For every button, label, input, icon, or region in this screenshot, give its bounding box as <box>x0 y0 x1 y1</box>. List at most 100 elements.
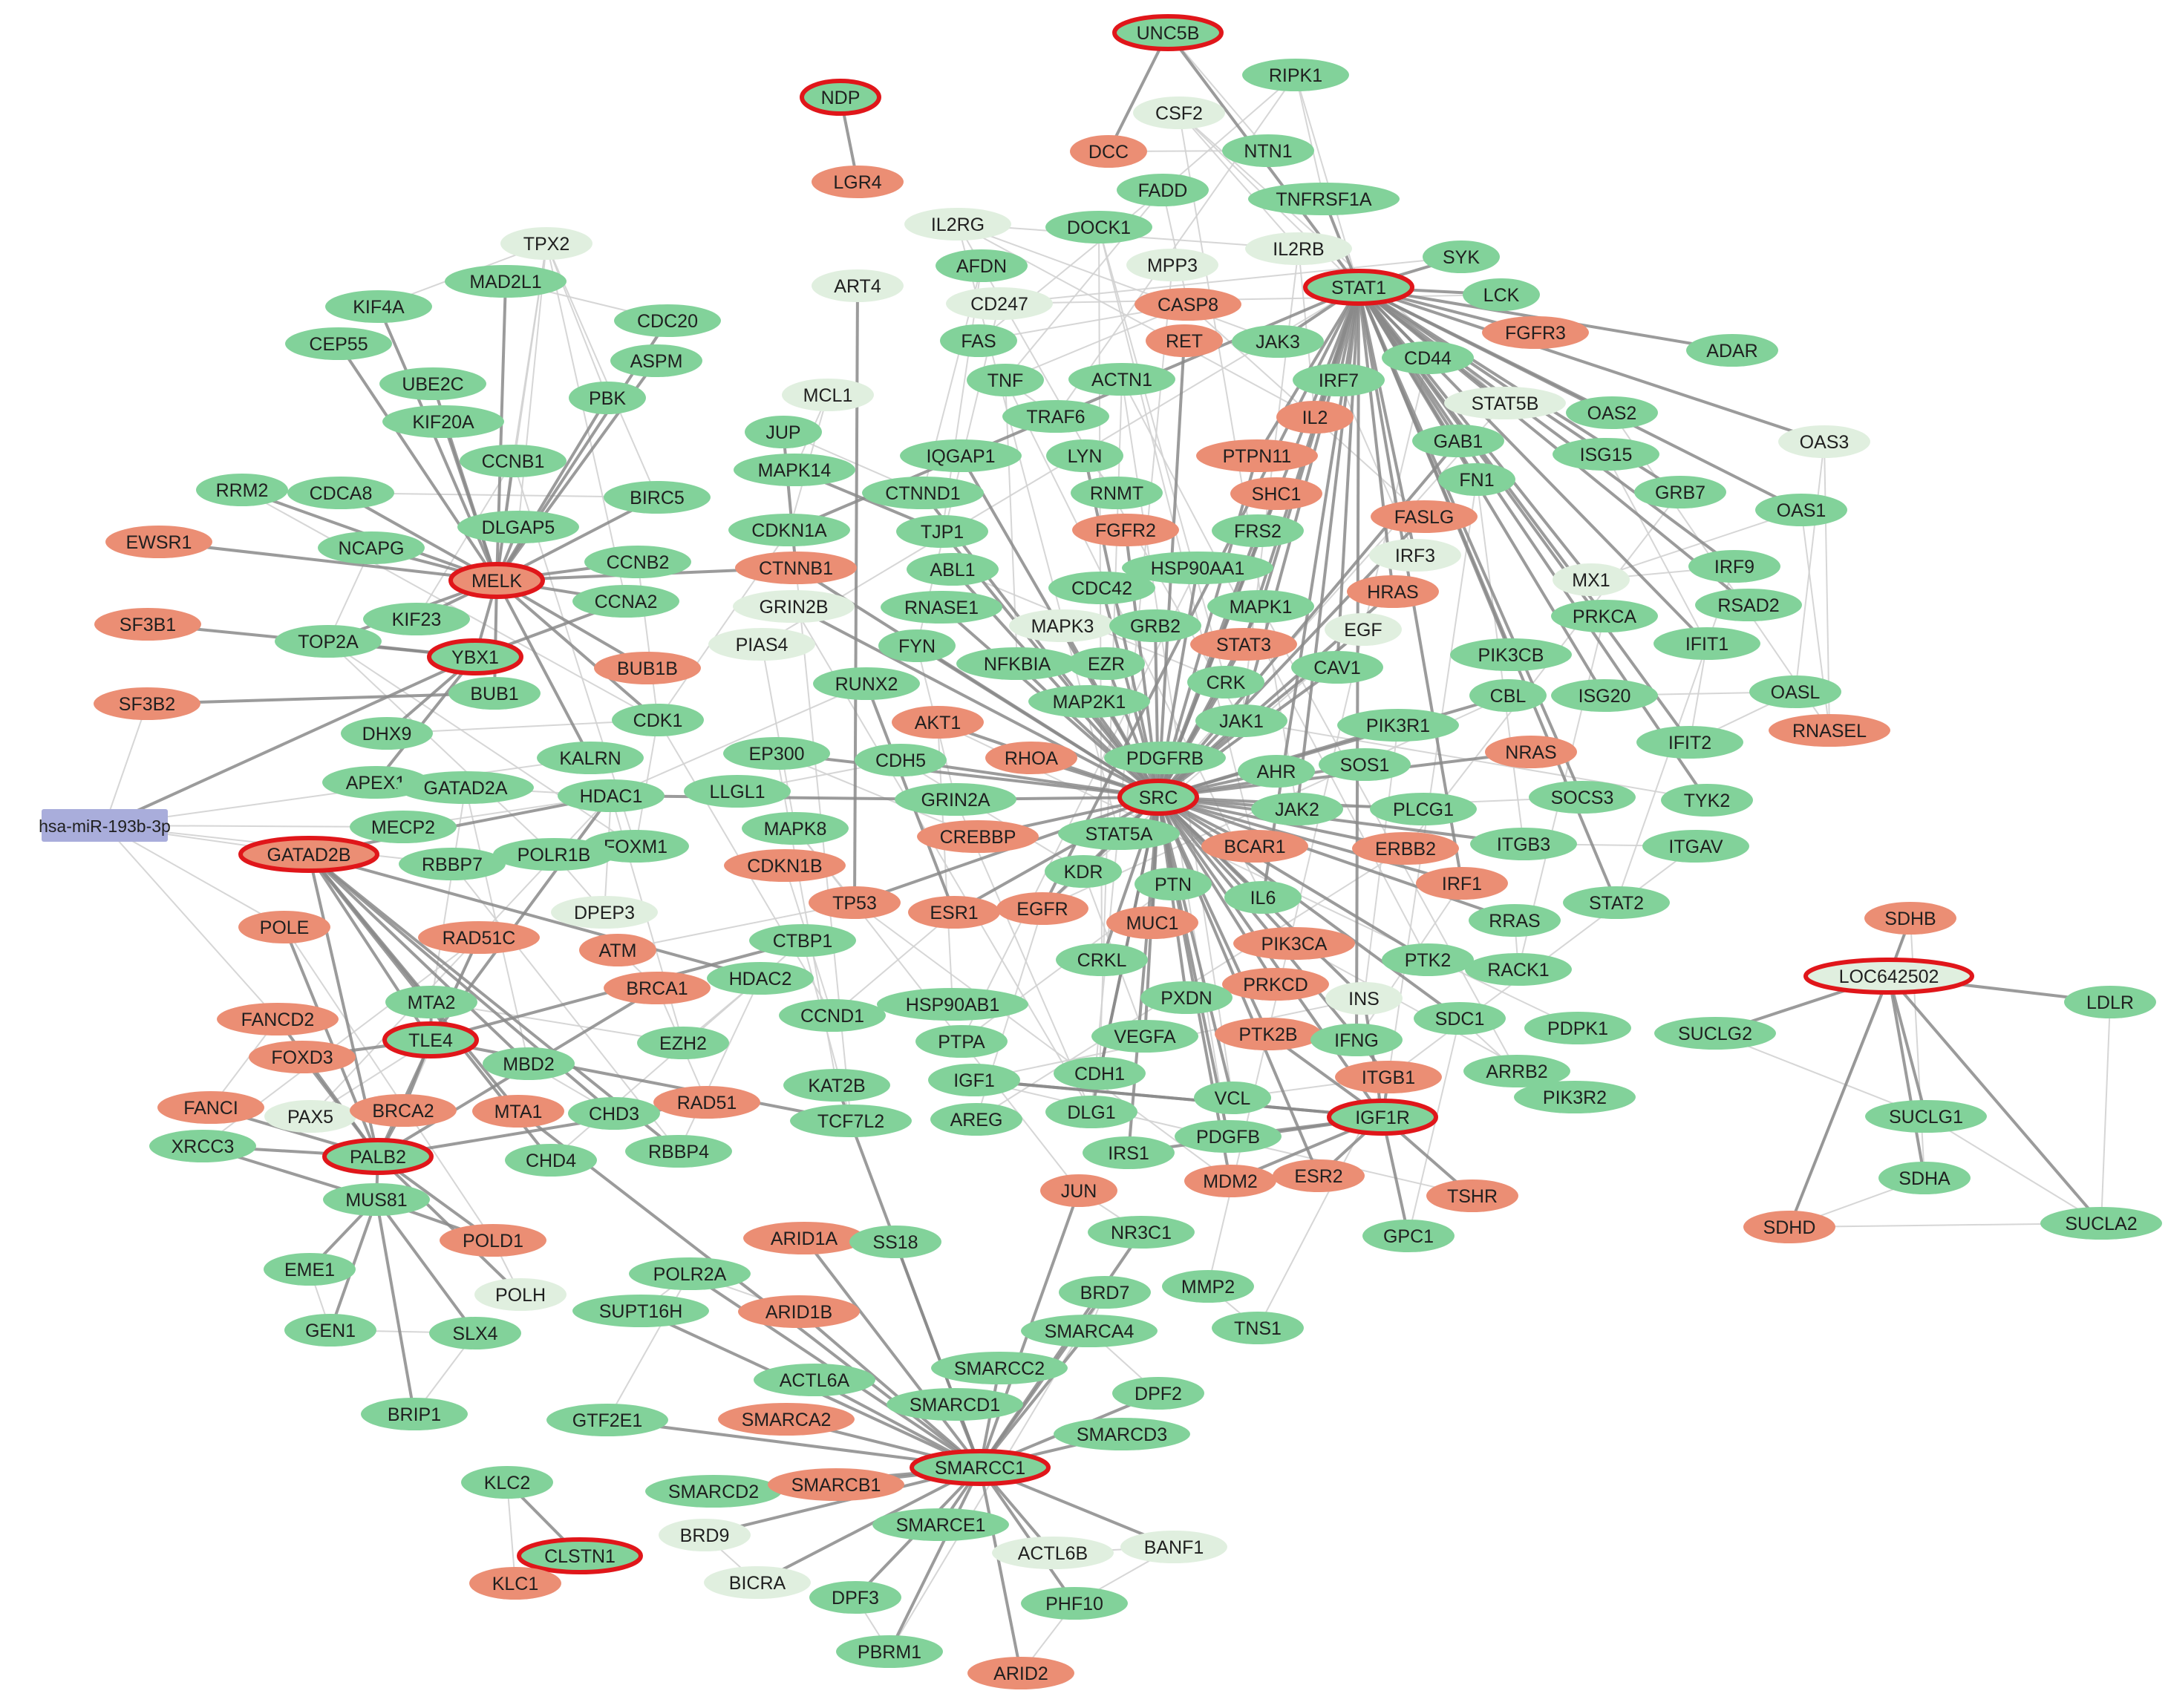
node-hdac2[interactable]: HDAC2 <box>707 962 814 995</box>
node-dpep3[interactable]: DPEP3 <box>551 896 658 929</box>
node-mapk1[interactable]: MAPK1 <box>1207 590 1314 623</box>
node-smarce1[interactable]: SMARCE1 <box>872 1508 1009 1541</box>
node-prkca[interactable]: PRKCA <box>1551 600 1658 632</box>
node-ifit1[interactable]: IFIT1 <box>1653 627 1760 660</box>
node-fanci[interactable]: FANCI <box>157 1091 264 1124</box>
node-cdkn1a[interactable]: CDKN1A <box>728 514 850 546</box>
node-phf10[interactable]: PHF10 <box>1021 1587 1128 1620</box>
node-mecp2[interactable]: MECP2 <box>350 811 457 843</box>
node-pax5[interactable]: PAX5 <box>264 1100 356 1133</box>
node-loc642502[interactable]: LOC642502 <box>1803 958 1974 995</box>
node-ntn1[interactable]: NTN1 <box>1222 134 1314 167</box>
node-brd9[interactable]: BRD9 <box>659 1519 751 1551</box>
node-dlgap5[interactable]: DLGAP5 <box>457 511 579 543</box>
node-irf3[interactable]: IRF3 <box>1369 539 1461 572</box>
node-muc1[interactable]: MUC1 <box>1106 906 1198 939</box>
node-src[interactable]: SRC <box>1117 779 1199 816</box>
node-grin2b[interactable]: GRIN2B <box>733 590 855 623</box>
node-jak1[interactable]: JAK1 <box>1195 704 1287 737</box>
node-irf9[interactable]: IRF9 <box>1688 550 1780 583</box>
node-fgfr3[interactable]: FGFR3 <box>1482 316 1589 349</box>
node-cdc20[interactable]: CDC20 <box>614 304 721 337</box>
node-igf1r[interactable]: IGF1R <box>1327 1099 1438 1136</box>
node-mbd2[interactable]: MBD2 <box>483 1047 575 1080</box>
node-runx2[interactable]: RUNX2 <box>813 667 920 700</box>
node-rnasel[interactable]: RNASEL <box>1769 714 1890 747</box>
node-pik3r1[interactable]: PIK3R1 <box>1337 709 1459 742</box>
node-tpx2[interactable]: TPX2 <box>500 227 592 260</box>
node-pdpk1[interactable]: PDPK1 <box>1524 1012 1631 1044</box>
node-shc1[interactable]: SHC1 <box>1230 477 1322 510</box>
node-mmp2[interactable]: MMP2 <box>1162 1270 1254 1303</box>
node-frs2[interactable]: FRS2 <box>1212 514 1304 547</box>
node-oasl[interactable]: OASL <box>1749 675 1841 708</box>
node-kalrn[interactable]: KALRN <box>537 742 644 774</box>
node-tp53[interactable]: TP53 <box>809 886 901 919</box>
node-ldlr[interactable]: LDLR <box>2064 986 2156 1018</box>
node-polr2a[interactable]: POLR2A <box>629 1257 751 1290</box>
node-smarcd2[interactable]: SMARCD2 <box>645 1475 782 1508</box>
node-fyn[interactable]: FYN <box>878 629 956 662</box>
node-brip1[interactable]: BRIP1 <box>361 1398 468 1430</box>
node-tshr[interactable]: TSHR <box>1426 1179 1518 1212</box>
node-erbb2[interactable]: ERBB2 <box>1352 832 1459 865</box>
node-smarca4[interactable]: SMARCA4 <box>1021 1315 1158 1347</box>
node-sdhb[interactable]: SDHB <box>1864 902 1956 935</box>
node-areg[interactable]: AREG <box>930 1103 1022 1136</box>
node-smarcd1[interactable]: SMARCD1 <box>887 1388 1023 1421</box>
node-crebbp[interactable]: CREBBP <box>917 820 1039 853</box>
node-supt16h[interactable]: SUPT16H <box>572 1295 709 1327</box>
node-suclg1[interactable]: SUCLG1 <box>1865 1100 1987 1133</box>
node-irf1[interactable]: IRF1 <box>1416 867 1508 900</box>
node-mcl1[interactable]: MCL1 <box>782 379 874 411</box>
node-stat5a[interactable]: STAT5A <box>1058 817 1180 850</box>
node-mir[interactable]: hsa-miR-193b-3p <box>39 809 171 842</box>
node-iqgap1[interactable]: IQGAP1 <box>900 439 1022 472</box>
node-gatad2a[interactable]: GATAD2A <box>397 771 534 804</box>
node-bcar1[interactable]: BCAR1 <box>1201 830 1308 863</box>
node-igf1[interactable]: IGF1 <box>928 1064 1020 1096</box>
node-afdn[interactable]: AFDN <box>936 249 1028 282</box>
node-eme1[interactable]: EME1 <box>264 1253 356 1286</box>
node-sdhd[interactable]: SDHD <box>1743 1211 1835 1243</box>
node-hdac1[interactable]: HDAC1 <box>558 779 665 812</box>
node-ptk2b[interactable]: PTK2B <box>1215 1018 1322 1050</box>
node-esr1[interactable]: ESR1 <box>908 896 1000 929</box>
node-brd7[interactable]: BRD7 <box>1059 1276 1151 1309</box>
node-ybx1[interactable]: YBX1 <box>427 638 523 675</box>
node-isg15[interactable]: ISG15 <box>1553 438 1659 471</box>
node-ctnnb1[interactable]: CTNNB1 <box>735 552 857 584</box>
node-il6[interactable]: IL6 <box>1224 881 1302 914</box>
node-banf1[interactable]: BANF1 <box>1120 1531 1227 1563</box>
node-pias4[interactable]: PIAS4 <box>708 628 815 661</box>
node-syk[interactable]: SYK <box>1423 241 1500 273</box>
node-jak3[interactable]: JAK3 <box>1232 325 1324 358</box>
node-mpp3[interactable]: MPP3 <box>1126 249 1218 281</box>
node-brca2[interactable]: BRCA2 <box>350 1094 457 1127</box>
node-grb2[interactable]: GRB2 <box>1109 609 1201 642</box>
node-gpc1[interactable]: GPC1 <box>1362 1220 1455 1252</box>
node-gab1[interactable]: GAB1 <box>1412 425 1504 457</box>
node-tjp1[interactable]: TJP1 <box>896 515 988 548</box>
node-brca1[interactable]: BRCA1 <box>604 972 711 1004</box>
node-bub1b[interactable]: BUB1B <box>594 652 701 684</box>
node-gatad2b[interactable]: GATAD2B <box>238 836 379 873</box>
node-rnase1[interactable]: RNASE1 <box>881 591 1002 624</box>
node-slx4[interactable]: SLX4 <box>429 1317 521 1349</box>
node-lyn[interactable]: LYN <box>1046 439 1123 472</box>
node-ins[interactable]: INS <box>1325 982 1403 1015</box>
node-dock1[interactable]: DOCK1 <box>1045 211 1152 243</box>
node-sdha[interactable]: SDHA <box>1878 1162 1971 1194</box>
node-polh[interactable]: POLH <box>474 1278 567 1311</box>
node-unc5b[interactable]: UNC5B <box>1112 14 1224 51</box>
node-smarcc1[interactable]: SMARCC1 <box>910 1449 1051 1486</box>
node-cdc42[interactable]: CDC42 <box>1048 572 1155 604</box>
node-ezh2[interactable]: EZH2 <box>637 1027 729 1059</box>
node-atm[interactable]: ATM <box>579 934 656 966</box>
node-ccnb1[interactable]: CCNB1 <box>460 445 567 477</box>
node-cbl[interactable]: CBL <box>1469 679 1547 712</box>
node-cav1[interactable]: CAV1 <box>1291 651 1383 684</box>
node-ccnd1[interactable]: CCND1 <box>779 999 886 1032</box>
node-arid1b[interactable]: ARID1B <box>738 1295 860 1328</box>
node-hras[interactable]: HRAS <box>1347 575 1439 608</box>
